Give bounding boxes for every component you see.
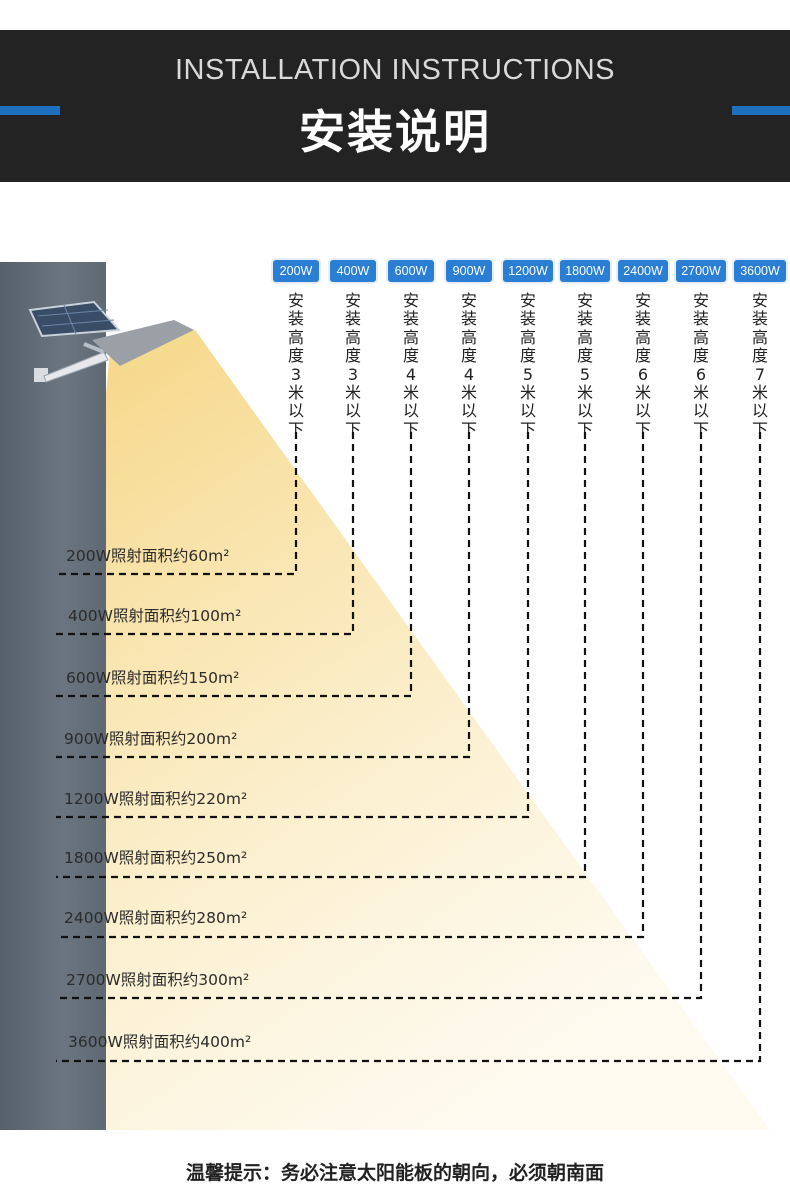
header-banner	[0, 30, 790, 182]
install-height-label: 安装高度3米以下	[287, 291, 304, 439]
coverage-area-label: 1200W照射面积约220m²	[64, 790, 248, 808]
power-badge: 2700W	[676, 260, 726, 282]
power-badge: 2400W	[618, 260, 668, 282]
coverage-area-label: 2400W照射面积约280m²	[64, 909, 248, 927]
install-height-label: 安装高度4米以下	[402, 291, 419, 439]
coverage-area-label: 600W照射面积约150m²	[66, 669, 240, 687]
install-height-label: 安装高度5米以下	[576, 291, 593, 439]
leader-line	[56, 432, 762, 1063]
power-badge: 900W	[446, 260, 492, 282]
power-badge: 200W	[273, 260, 319, 282]
install-height-label: 安装高度3米以下	[344, 291, 361, 439]
header-subtitle: INSTALLATION INSTRUCTIONS	[174, 54, 616, 86]
coverage-area-label: 400W照射面积约100m²	[68, 607, 242, 625]
leader-line	[56, 432, 413, 698]
accent-bar-left	[0, 106, 60, 115]
leader-line	[56, 432, 703, 1000]
leader-line	[56, 432, 587, 879]
power-badge: 1200W	[503, 260, 553, 282]
power-badge: 3600W	[734, 260, 786, 282]
solar-street-light-icon	[28, 300, 194, 383]
leader-line	[56, 432, 471, 759]
power-badge: 400W	[330, 260, 376, 282]
leader-line	[56, 432, 298, 576]
install-height-label: 安装高度6米以下	[692, 291, 709, 439]
install-height-label: 安装高度7米以下	[751, 291, 768, 439]
power-badge: 600W	[388, 260, 434, 282]
install-height-label: 安装高度4米以下	[460, 291, 477, 439]
coverage-area-label: 3600W照射面积约400m²	[68, 1033, 252, 1051]
leader-line	[56, 432, 355, 636]
coverage-area-label: 900W照射面积约200m²	[64, 730, 238, 748]
coverage-area-label: 200W照射面积约60m²	[66, 547, 230, 565]
power-badge: 1800W	[560, 260, 610, 282]
wall	[0, 262, 106, 1130]
install-height-label: 安装高度6米以下	[634, 291, 651, 439]
leader-line	[56, 432, 530, 819]
tip-text: 温馨提示：务必注意太阳能板的朝向，必须朝南面	[185, 1162, 604, 1184]
coverage-area-label: 2700W照射面积约300m²	[66, 971, 250, 989]
coverage-area-label: 1800W照射面积约250m²	[64, 849, 248, 867]
leader-line	[56, 432, 645, 939]
accent-bar-right	[732, 106, 790, 115]
install-height-label: 安装高度5米以下	[519, 291, 536, 439]
header-title: 安装说明	[299, 105, 491, 159]
